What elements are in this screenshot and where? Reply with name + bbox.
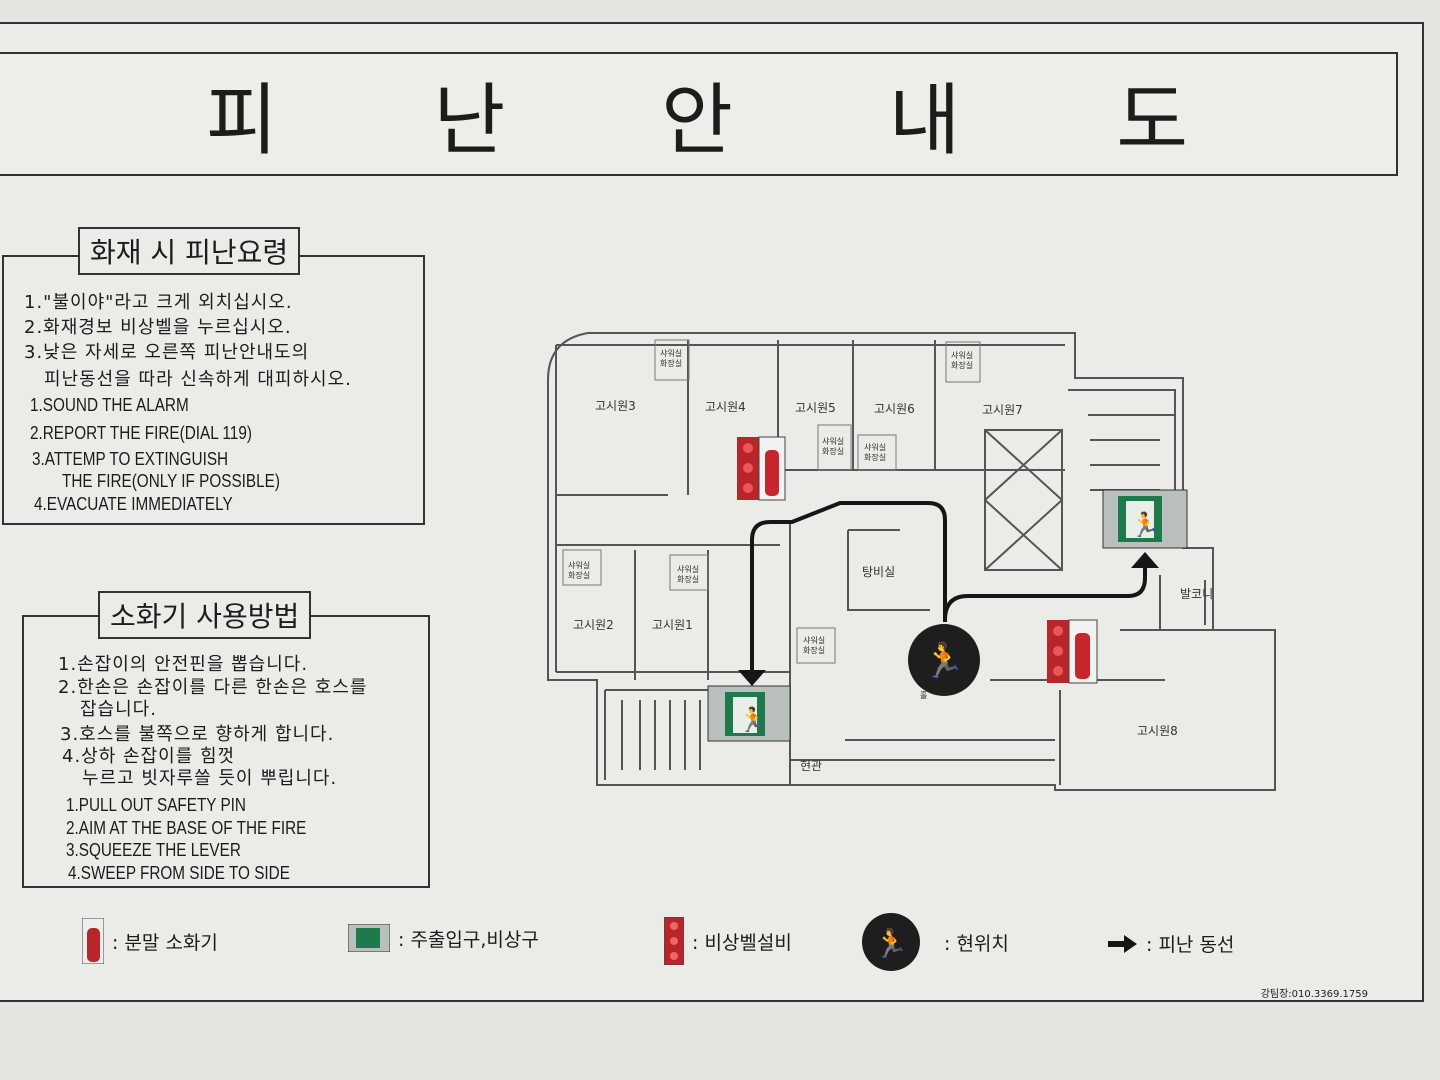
bathroom-label: 샤워실 bbox=[864, 442, 886, 452]
svg-text:🏃: 🏃 bbox=[923, 641, 965, 681]
contact-number: 강팀장:010.3369.1759 bbox=[1260, 989, 1368, 1000]
room-label: 고시원7 bbox=[982, 403, 1023, 417]
ext-guide-ko-5: 4.상하 손잡이를 힘껏 bbox=[62, 746, 236, 767]
room-label: 고시원8 bbox=[1137, 724, 1178, 738]
room-label: 발코니 bbox=[1180, 587, 1213, 601]
fire-guide-en-2: 2.REPORT THE FIRE(DIAL 119) bbox=[30, 423, 252, 443]
fire-guide-heading: 화재 시 피난요령 bbox=[78, 227, 301, 275]
svg-text:🏃: 🏃 bbox=[1130, 511, 1160, 539]
fire-guide-en-3: 3.ATTEMP TO EXTINGUISH bbox=[32, 449, 229, 469]
evacuation-route-right bbox=[943, 565, 1147, 621]
room-label: 고시원4 bbox=[705, 400, 746, 414]
legend-current-location: 🏃 : 현위치 bbox=[862, 913, 1009, 971]
legend-label: : 피난 동선 bbox=[1146, 934, 1235, 956]
emergency-bell-icon bbox=[664, 917, 684, 965]
legend-emergency-bell: : 비상벨설비 bbox=[664, 917, 792, 965]
fire-guide-en-5: 4.EVACUATE IMMEDIATELY bbox=[34, 494, 233, 514]
fire-guide-ko-4: 피난동선을 따라 신속하게 대피하시오. bbox=[44, 369, 352, 390]
bathroom-label: 화장실 bbox=[660, 358, 682, 368]
room-label: 고시원3 bbox=[595, 399, 636, 413]
bathroom-label: 화장실 bbox=[568, 570, 590, 580]
current-location-icon: 🏃 bbox=[862, 913, 920, 971]
ext-guide-en-3: 3.SQUEEZE THE LEVER bbox=[66, 840, 241, 860]
ext-guide-ko-1: 1.손잡이의 안전핀을 뽑습니다. bbox=[58, 654, 309, 675]
route-arrowhead-icon bbox=[738, 670, 766, 686]
bathroom-label: 샤워실 bbox=[822, 436, 844, 446]
ext-guide-ko-4: 3.호스를 불쪽으로 향하게 합니다. bbox=[60, 724, 335, 745]
room-labels: 고시원3 고시원4 고시원5 고시원6 고시원7 고시원2 고시원1 고시원8 … bbox=[573, 399, 1213, 773]
exit-sign-icon: 🏃 bbox=[1102, 489, 1188, 549]
fire-guide-en-1: 1.SOUND THE ALARM bbox=[30, 395, 189, 415]
extinguisher-guide-heading: 소화기 사용방법 bbox=[98, 591, 312, 639]
fire-extinguisher-icon bbox=[82, 918, 104, 964]
room-label: 고시원5 bbox=[795, 401, 836, 415]
bell-extinguisher-icon bbox=[737, 436, 786, 501]
bathroom-boxes bbox=[562, 339, 981, 664]
bathroom-label: 화장실 bbox=[822, 446, 844, 456]
room-label: 현관 bbox=[800, 759, 822, 773]
bathroom-label: 화장실 bbox=[677, 574, 699, 584]
title-char: 피 bbox=[205, 76, 278, 166]
legend-label: : 비상벨설비 bbox=[692, 931, 792, 954]
room-label: 홀 bbox=[920, 690, 927, 700]
exit-sign-icon: 🏃 bbox=[707, 685, 791, 742]
room-label: 고시원6 bbox=[874, 402, 915, 416]
bathroom-label: 샤워실 bbox=[951, 350, 973, 360]
fire-guide-ko-3: 3.낮은 자세로 오른쪽 피난안내도의 bbox=[24, 342, 310, 363]
title-char: 내 bbox=[888, 76, 961, 166]
exit-sign-icon bbox=[348, 924, 390, 952]
ext-guide-en-1: 1.PULL OUT SAFETY PIN bbox=[66, 795, 246, 815]
arrow-right-icon bbox=[1108, 934, 1137, 953]
current-location-icon: 🏃 bbox=[908, 624, 980, 696]
ext-guide-ko-3: 잡습니다. bbox=[80, 699, 157, 720]
page-title: 피 난 안 내 도 bbox=[0, 52, 1398, 176]
legend-label: : 현위치 bbox=[944, 932, 1009, 955]
svg-text:🏃: 🏃 bbox=[874, 927, 909, 960]
room-label: 고시원1 bbox=[652, 618, 693, 632]
legend-route: : 피난 동선 bbox=[1108, 930, 1234, 957]
room-label: 고시원2 bbox=[573, 618, 614, 632]
ext-guide-ko-2: 2.한손은 손잡이를 다른 한손은 호스를 bbox=[58, 677, 368, 698]
title-char: 도 bbox=[1116, 76, 1189, 166]
bathroom-label: 화장실 bbox=[951, 360, 973, 370]
fire-guide-en-4: THE FIRE(ONLY IF POSSIBLE) bbox=[62, 471, 280, 491]
bathroom-label: 샤워실 bbox=[677, 564, 699, 574]
bell-extinguisher-icon bbox=[1047, 619, 1098, 684]
ext-guide-en-2: 2.AIM AT THE BASE OF THE FIRE bbox=[66, 818, 307, 838]
bathroom-label: 샤워실 bbox=[803, 635, 825, 645]
legend-exit: : 주출입구,비상구 bbox=[348, 924, 539, 952]
room-label: 탕비실 bbox=[862, 565, 895, 579]
bathroom-label: 화장실 bbox=[864, 452, 886, 462]
bathroom-label: 화장실 bbox=[803, 645, 825, 655]
title-char: 안 bbox=[661, 76, 733, 166]
evacuation-route-left bbox=[750, 501, 947, 672]
svg-text:🏃: 🏃 bbox=[738, 706, 768, 734]
legend-label: : 주출입구,비상구 bbox=[398, 928, 539, 951]
bathroom-label: 샤워실 bbox=[568, 560, 590, 570]
fire-guide-ko-1: 1."불이야"라고 크게 외치십시오. bbox=[24, 292, 293, 313]
title-char: 난 bbox=[433, 76, 506, 166]
legend-fire-extinguisher: : 분말 소화기 bbox=[82, 918, 218, 964]
fire-guide-ko-2: 2.화재경보 비상벨을 누르십시오. bbox=[24, 317, 292, 338]
legend-label: : 분말 소화기 bbox=[112, 931, 218, 954]
ext-guide-ko-6: 누르고 빗자루쓸 듯이 뿌립니다. bbox=[82, 768, 338, 789]
bathroom-label: 샤워실 bbox=[660, 348, 682, 358]
route-arrowhead-icon bbox=[1131, 552, 1159, 568]
ext-guide-en-4: 4.SWEEP FROM SIDE TO SIDE bbox=[68, 863, 290, 883]
